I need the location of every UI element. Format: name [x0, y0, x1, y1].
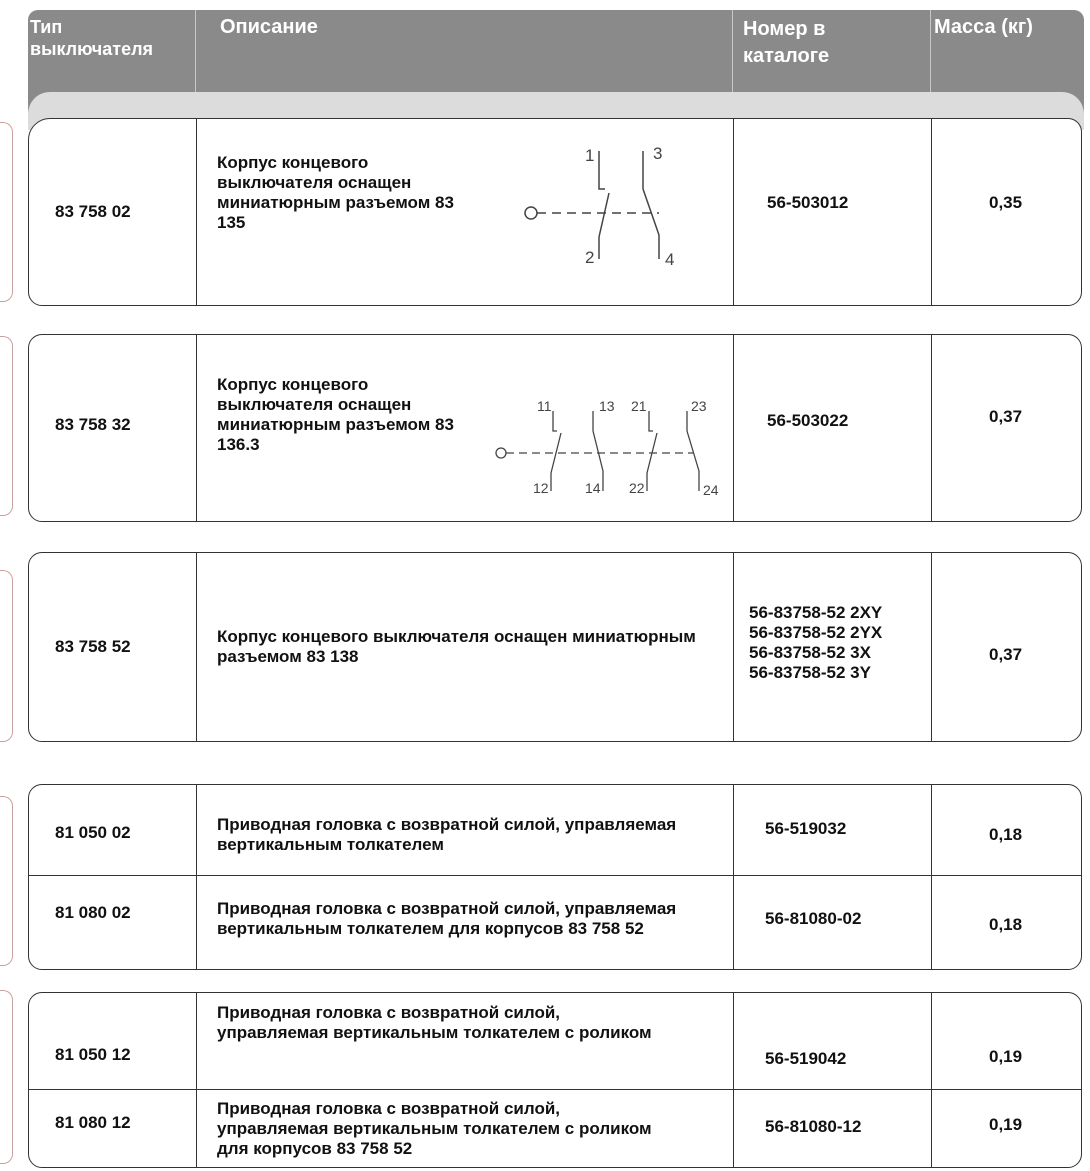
mass: 0,18: [989, 825, 1023, 844]
svg-text:21: 21: [631, 398, 647, 414]
switch-type: 83 758 32: [55, 415, 131, 434]
side-marker: [0, 570, 13, 742]
catalog-number: 56-83758-52 2XY: [749, 603, 883, 622]
table-row: 83 758 02 Корпус концевого выключателя о…: [28, 118, 1082, 306]
description: Приводная головка с возвратной силой, уп…: [217, 899, 677, 938]
catalog-number: 56-503012: [767, 193, 849, 212]
catalog-number: 56-81080-02: [765, 909, 862, 928]
svg-text:12: 12: [533, 480, 549, 496]
mass: 0,35: [989, 193, 1023, 212]
catalog-number-list: 56-83758-52 2XY 56-83758-52 2YX 56-83758…: [749, 603, 882, 683]
switch-type: 83 758 52: [55, 637, 131, 656]
header-description: Описание: [220, 16, 318, 38]
catalog-number: 56-83758-52 3Y: [749, 663, 871, 682]
header-catalog: Номер в каталоге: [743, 18, 830, 67]
catalog-number: 56-503022: [767, 411, 849, 430]
header-divider: [930, 10, 931, 92]
svg-text:23: 23: [691, 398, 707, 414]
mass: 0,18: [989, 915, 1023, 934]
side-marker: [0, 990, 13, 1164]
switch-type: 81 050 02: [55, 823, 131, 842]
svg-text:3: 3: [653, 144, 662, 163]
svg-text:14: 14: [585, 480, 601, 496]
catalog-number: 56-519032: [765, 819, 847, 838]
header-divider: [195, 10, 196, 92]
mass: 0,37: [989, 645, 1023, 664]
switch-contacts-2-icon: 1 3 2 4: [524, 144, 674, 269]
switch-contacts-4-icon: 11 13 21 23 12 14 22 24: [495, 398, 719, 498]
switch-type: 81 050 12: [55, 1045, 131, 1064]
svg-text:22: 22: [629, 480, 645, 496]
mass: 0,19: [989, 1115, 1023, 1134]
switch-type: 83 758 02: [55, 202, 131, 221]
table-group: 81 050 12 Приводная головка с возвратной…: [28, 992, 1082, 1168]
catalog-number: 56-83758-52 3X: [749, 643, 871, 662]
header-mass: Масса (кг): [934, 16, 1033, 38]
svg-text:1: 1: [585, 146, 594, 165]
table-row: 83 758 52 Корпус концевого выключателя о…: [28, 552, 1082, 742]
table-group: 81 050 02 Приводная головка с возвратной…: [28, 784, 1082, 970]
catalog-number: 56-83758-52 2YX: [749, 623, 883, 642]
side-marker: [0, 122, 13, 302]
description: Корпус концевого выключателя оснащен мин…: [217, 375, 454, 454]
mass: 0,19: [989, 1047, 1023, 1066]
svg-text:2: 2: [585, 248, 594, 267]
side-marker: [0, 796, 13, 966]
svg-text:11: 11: [537, 398, 552, 414]
description: Приводная головка с возвратной силой, уп…: [217, 1099, 652, 1158]
header-divider: [732, 10, 733, 92]
catalog-number: 56-519042: [765, 1049, 847, 1068]
description: Корпус концевого выключателя оснащен мин…: [217, 153, 454, 232]
svg-text:4: 4: [665, 250, 674, 269]
description: Приводная головка с возвратной силой, уп…: [217, 815, 677, 854]
header-type: Тип выключателя: [30, 17, 154, 59]
side-marker: [0, 336, 13, 516]
mass: 0,37: [989, 407, 1023, 426]
switch-type: 81 080 12: [55, 1113, 131, 1132]
catalog-number: 56-81080-12: [765, 1117, 862, 1136]
description: Приводная головка с возвратной силой, уп…: [217, 1003, 652, 1042]
table-row: 83 758 32 Корпус концевого выключателя о…: [28, 334, 1082, 522]
svg-text:13: 13: [599, 398, 615, 414]
description: Корпус концевого выключателя оснащен мин…: [217, 627, 696, 666]
switch-type: 81 080 02: [55, 903, 131, 922]
svg-text:24: 24: [703, 482, 719, 498]
